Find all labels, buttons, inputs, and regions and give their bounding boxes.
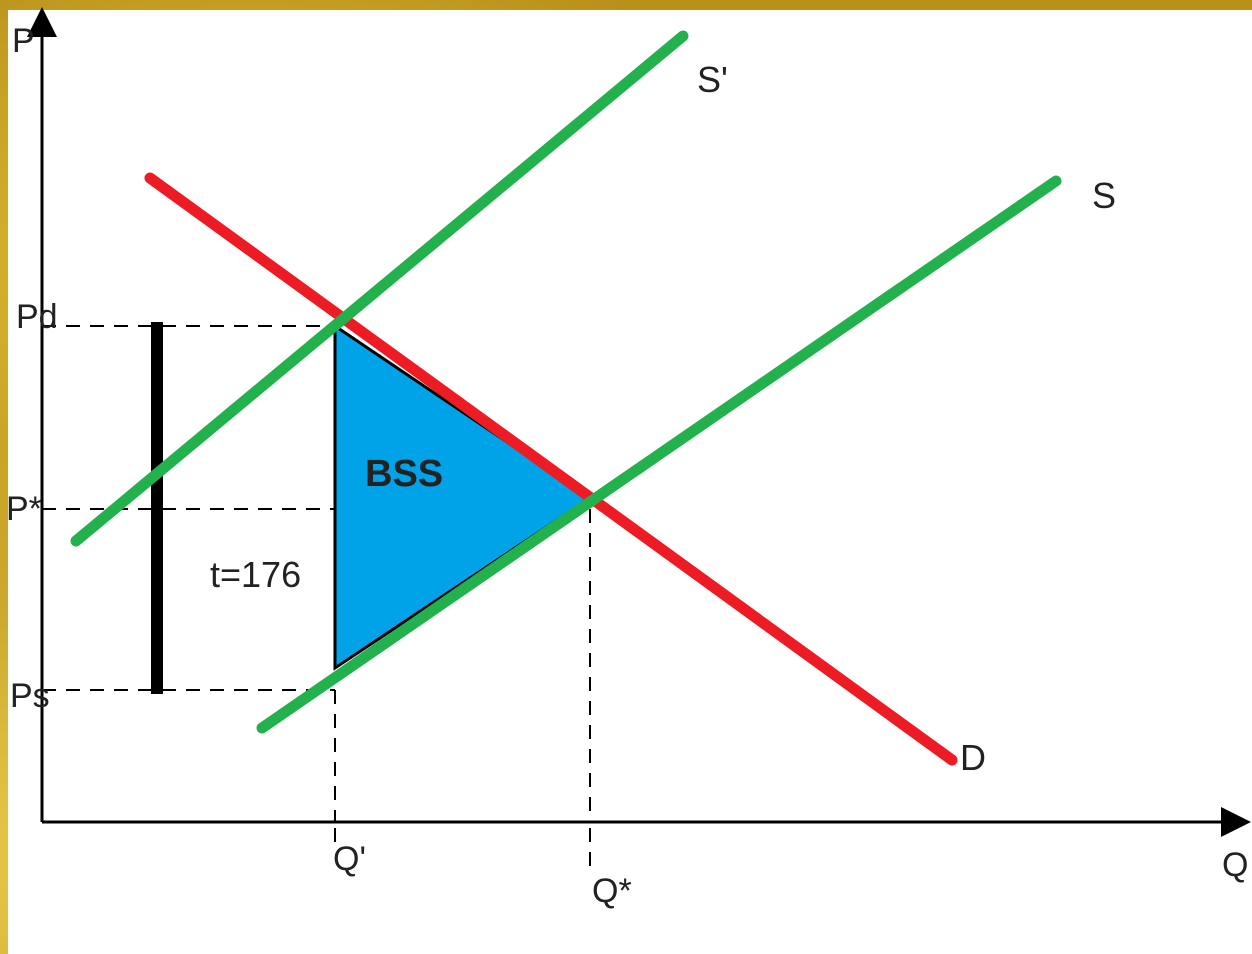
demand-label: D [960,737,986,778]
demand-curve [144,172,958,766]
y-axis-label: P [12,22,35,60]
qprime-label: Q' [333,840,366,878]
x-axis-label: Q [1222,846,1248,884]
pstar-label: P* [6,490,42,528]
qstar-label: Q* [592,872,632,910]
diagram-panel [8,10,1252,954]
bss-label: BSS [365,453,443,495]
bss-triangle [333,323,593,671]
ps-label: Ps [10,677,50,715]
supply-curve [256,175,1062,734]
tax-label: t=176 [210,554,301,595]
supply-shifted-label: S' [697,59,728,100]
supply-label: S [1092,175,1116,216]
supply-shifted-curve [70,30,689,547]
pd-label: Pd [16,298,58,336]
